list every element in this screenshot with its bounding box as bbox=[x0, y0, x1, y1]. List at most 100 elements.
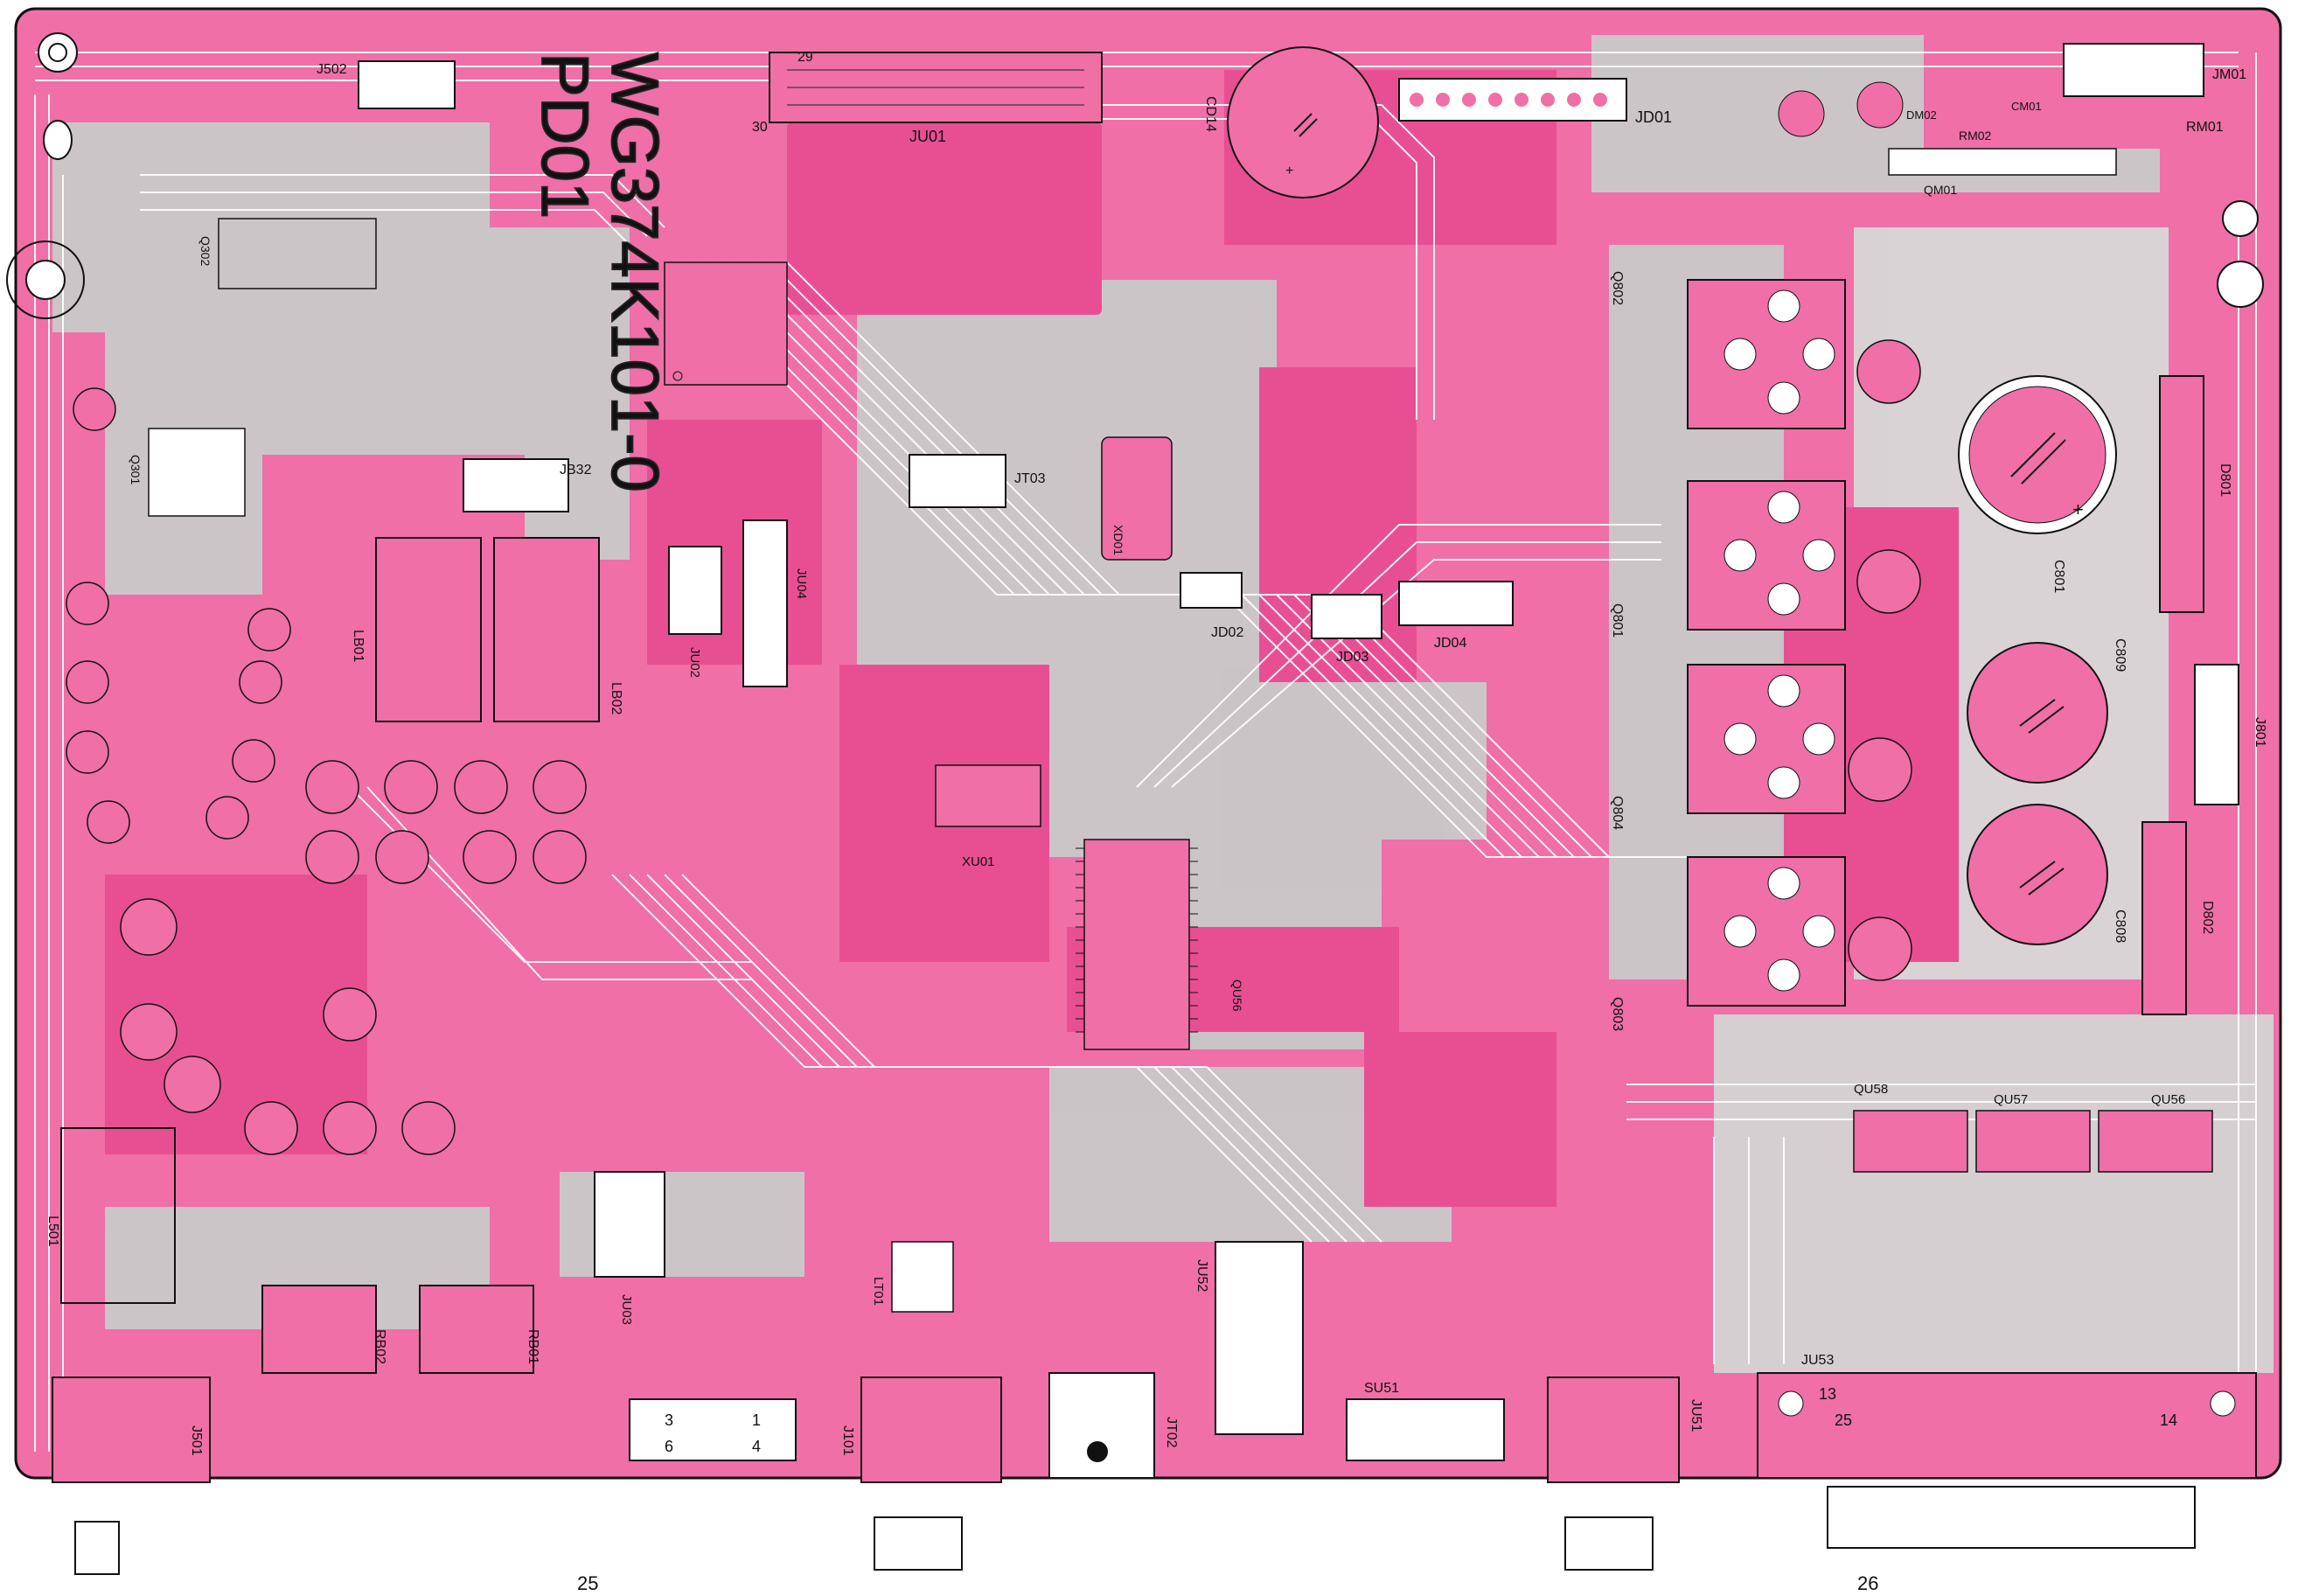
connector-J501: J501 bbox=[52, 1376, 211, 1575]
svg-text:QU57: QU57 bbox=[1994, 1092, 2028, 1107]
svg-text:C809: C809 bbox=[2113, 638, 2127, 672]
connector-JU01: JU01 30 29 bbox=[752, 50, 1103, 145]
svg-text:6: 6 bbox=[665, 1438, 673, 1455]
svg-text:14: 14 bbox=[2160, 1411, 2177, 1429]
svg-text:+: + bbox=[1285, 164, 1293, 178]
transistor-Q802: Q802 bbox=[1610, 271, 1846, 429]
page-number-right: 26 bbox=[1857, 1572, 1878, 1594]
connector-JD03: JD03 bbox=[1311, 594, 1382, 665]
svg-text:29: 29 bbox=[797, 50, 813, 65]
connector-JU02: JU02 bbox=[668, 546, 722, 678]
crystal-XD01: XD01 bbox=[1101, 436, 1173, 561]
svg-text:XD01: XD01 bbox=[1111, 525, 1125, 555]
svg-text:JU01: JU01 bbox=[909, 128, 946, 145]
coil-LT01: LT01 bbox=[871, 1241, 954, 1313]
svg-text:QU56: QU56 bbox=[1230, 979, 1244, 1012]
svg-text:JU03: JU03 bbox=[619, 1294, 634, 1325]
ic-LB02: LB02 bbox=[493, 537, 623, 722]
connector-JU51: JU51 bbox=[1547, 1376, 1703, 1571]
svg-text:LT01: LT01 bbox=[871, 1277, 886, 1306]
svg-text:JT03: JT03 bbox=[1014, 471, 1046, 486]
svg-text:JT02: JT02 bbox=[1164, 1417, 1179, 1448]
capacitor-C801: + C801 bbox=[1958, 375, 2117, 593]
svg-text:C801: C801 bbox=[2051, 560, 2066, 593]
connector-JD02: JD02 bbox=[1180, 572, 1243, 640]
svg-text:SU51: SU51 bbox=[1364, 1381, 1399, 1396]
svg-text:JM01: JM01 bbox=[2212, 67, 2246, 82]
connector-JD04: JD04 bbox=[1398, 581, 1514, 651]
svg-text:J101: J101 bbox=[840, 1425, 855, 1456]
board-marking: WG374K101-0 PD01 bbox=[526, 52, 672, 493]
svg-text:JU52: JU52 bbox=[1194, 1259, 1209, 1292]
svg-text:Q803: Q803 bbox=[1610, 997, 1625, 1031]
svg-text:RB02: RB02 bbox=[373, 1329, 387, 1364]
transistor-Q803: Q803 bbox=[1610, 856, 1846, 1031]
connector-J801: J801 bbox=[2194, 664, 2267, 805]
svg-text:CD14: CD14 bbox=[1203, 96, 1218, 132]
ic-Q301: Q301 bbox=[129, 428, 246, 517]
svg-text:D801: D801 bbox=[2218, 463, 2232, 497]
svg-text:JU51: JU51 bbox=[1689, 1399, 1703, 1432]
connector-JU03: JU03 bbox=[594, 1171, 665, 1325]
connector-JU52: JU52 bbox=[1194, 1241, 1304, 1435]
svg-text:XU01: XU01 bbox=[962, 854, 995, 869]
diode-bridge-D802: D802 bbox=[2141, 821, 2215, 1015]
connector-J101: J101 bbox=[840, 1376, 1002, 1571]
capacitor-C808: C808 bbox=[1967, 804, 2127, 945]
connector-9pin-left: 3 1 6 4 bbox=[629, 1398, 797, 1461]
svg-text:CM01: CM01 bbox=[2011, 100, 2042, 113]
connector-JU04: JU04 bbox=[742, 519, 809, 687]
svg-text:DM02: DM02 bbox=[1906, 108, 1937, 122]
svg-text:QU58: QU58 bbox=[1854, 1082, 1888, 1097]
part-number: WG374K101-0 bbox=[597, 52, 672, 492]
left-electrolytics bbox=[66, 387, 587, 1155]
crystal-XU01: XU01 bbox=[935, 764, 1041, 869]
module-JM01: JM01 RM01 RM02 QM01 DM02 CM01 bbox=[1778, 43, 2246, 197]
capacitor-CD14: + CD14 bbox=[1203, 46, 1379, 199]
capacitor-C809: C809 bbox=[1967, 638, 2127, 784]
svg-text:JD04: JD04 bbox=[1434, 636, 1466, 651]
connector-JB32: JB32 bbox=[463, 458, 592, 512]
ic-row-bottom-right: QU58 QU57 QU56 bbox=[1853, 1082, 2213, 1173]
connector-RB01: RB01 bbox=[419, 1285, 540, 1374]
svg-text:RM01: RM01 bbox=[2186, 120, 2224, 135]
svg-text:1: 1 bbox=[752, 1411, 761, 1429]
layer-code: PD01 bbox=[527, 52, 602, 219]
svg-text:3: 3 bbox=[665, 1411, 673, 1429]
svg-text:J801: J801 bbox=[2253, 717, 2267, 748]
svg-text:13: 13 bbox=[1819, 1385, 1836, 1403]
svg-text:4: 4 bbox=[752, 1438, 761, 1455]
connector-RB02: RB02 bbox=[261, 1285, 387, 1374]
svg-text:QM01: QM01 bbox=[1924, 183, 1957, 197]
svg-text:Q804: Q804 bbox=[1610, 796, 1625, 830]
power-transistors: Q802 Q801 Q804 Q803 bbox=[1610, 271, 1846, 1031]
connector-SU51: SU51 bbox=[1346, 1381, 1505, 1461]
coil-L501: L501 bbox=[45, 1127, 176, 1304]
svg-text:D802: D802 bbox=[2200, 901, 2215, 934]
svg-text:L501: L501 bbox=[45, 1216, 60, 1247]
svg-text:RB01: RB01 bbox=[526, 1329, 540, 1364]
svg-text:JU04: JU04 bbox=[794, 568, 809, 599]
svg-text:JB32: JB32 bbox=[560, 463, 592, 477]
svg-text:LB01: LB01 bbox=[351, 630, 366, 662]
svg-text:JU53: JU53 bbox=[1801, 1353, 1834, 1368]
mounting-holes bbox=[6, 32, 2264, 319]
svg-text:QU56: QU56 bbox=[2151, 1092, 2185, 1107]
transistor-Q801: Q801 bbox=[1610, 480, 1846, 638]
connector-JT02: JT02 bbox=[1048, 1372, 1179, 1479]
svg-text:Q302: Q302 bbox=[198, 236, 212, 266]
svg-text:30: 30 bbox=[752, 120, 768, 135]
page-number-left: 25 bbox=[577, 1572, 598, 1594]
svg-text:25: 25 bbox=[1835, 1411, 1852, 1429]
connector-JT03: JT03 bbox=[909, 454, 1046, 508]
small-electrolytics-right bbox=[1848, 339, 1921, 981]
svg-text:C808: C808 bbox=[2113, 910, 2127, 943]
svg-text:Q802: Q802 bbox=[1610, 271, 1625, 305]
svg-text:J502: J502 bbox=[317, 62, 347, 77]
ic-LB01: LB01 bbox=[351, 537, 482, 722]
connector-JD01: JD01 bbox=[1398, 78, 1672, 126]
connector-J502: J502 bbox=[317, 60, 456, 109]
svg-text:RM02: RM02 bbox=[1959, 129, 1992, 143]
connector-JU53-db25: JU53 13 25 14 bbox=[1757, 1353, 2257, 1549]
